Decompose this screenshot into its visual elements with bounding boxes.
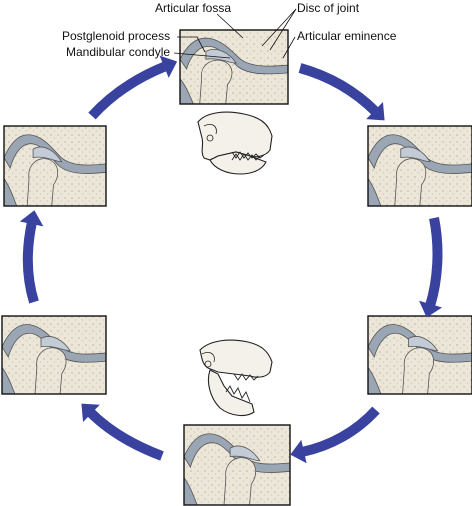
joint-panel-lower-left <box>1 315 107 395</box>
arrow-upper-left-to-top <box>88 55 178 120</box>
joint-panels <box>1 29 472 506</box>
joint-panel-top <box>179 29 289 105</box>
joint-panel-upper-left <box>3 125 107 207</box>
arrow-upper-right-to-lower-right <box>419 217 443 318</box>
skull-mouth-open <box>199 339 273 417</box>
leader-lines <box>173 8 297 59</box>
arrow-lower-right-to-bottom <box>290 406 380 464</box>
label-disc-of-joint: Disc of joint <box>297 1 360 15</box>
label-articular-fossa: Articular fossa <box>155 1 231 15</box>
joint-panel-lower-right <box>367 315 472 395</box>
arrow-bottom-to-lower-left <box>81 403 164 461</box>
label-mandibular-condyle: Mandibular condyle <box>66 45 170 59</box>
skull-mouth-closed <box>197 111 273 175</box>
label-articular-eminence: Articular eminence <box>297 29 397 43</box>
arrow-lower-left-to-upper-left <box>19 210 44 304</box>
arrow-top-to-upper-right <box>298 63 385 121</box>
joint-panel-bottom <box>183 424 291 506</box>
cycle-arrows <box>19 55 443 464</box>
joint-panel-upper-right <box>367 125 472 207</box>
label-postglenoid-process: Postglenoid process <box>62 29 170 43</box>
